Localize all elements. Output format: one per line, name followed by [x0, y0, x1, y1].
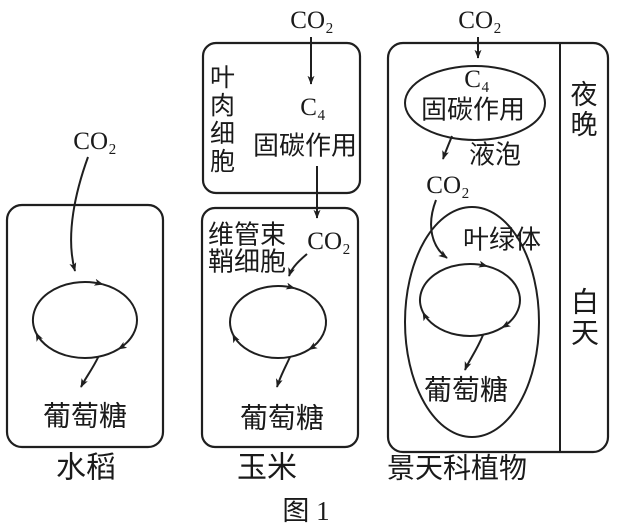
corn-panel-title: 玉米: [237, 451, 297, 485]
cam-vacuole-outline: [404, 65, 546, 141]
corn-c4-label: C₄: [300, 93, 326, 121]
rice-cell-outline: [5, 203, 165, 449]
cam-night-label: 夜晚: [566, 80, 597, 140]
cam-carbon-fixation-label: 固碳作用: [420, 95, 526, 125]
rice-panel-title: 水稻: [56, 451, 116, 485]
corn-mesophyll-cell-outline: [201, 41, 362, 195]
rice-co2-entry-arrow: [69, 156, 89, 272]
cam-panel-title: 景天科植物: [386, 453, 528, 485]
corn-bundle-sheath-cell-outline: [200, 206, 360, 449]
cam-glucose-label: 葡萄糖: [423, 375, 509, 407]
cam-co2-to-cycle-arrow: [430, 199, 448, 259]
corn-calvin-cycle: [229, 282, 327, 360]
cam-vacuole-label: 液泡: [468, 140, 522, 170]
cam-chloroplast-label: 叶绿体: [462, 225, 542, 255]
corn-co2-external-label: CO₂: [290, 6, 334, 34]
cam-cell-outline: [386, 41, 610, 454]
cam-glucose-output-arrow: [464, 334, 484, 371]
rice-co2-label: CO₂: [73, 127, 117, 155]
corn-bundle-sheath-label-line1: 维管束: [207, 220, 287, 250]
corn-carbon-fixation-label: 固碳作用: [252, 131, 358, 161]
cam-co2-external-label: CO₂: [458, 6, 502, 34]
rice-glucose-output-arrow: [80, 356, 100, 388]
corn-co2-internal-label: CO₂: [307, 227, 351, 255]
corn-glucose-output-arrow: [276, 356, 291, 388]
cam-vacuole-release-arrow: [442, 135, 453, 160]
cam-day-label: 白天: [567, 287, 598, 349]
corn-glucose-label: 葡萄糖: [239, 403, 325, 435]
rice-calvin-cycle: [31, 278, 138, 359]
cam-calvin-cycle: [419, 260, 521, 337]
corn-bundle-sheath-label-line2: 鞘细胞: [207, 247, 287, 277]
cam-c4-label: C₄: [464, 65, 490, 93]
rice-glucose-label: 葡萄糖: [42, 401, 128, 433]
cam-co2-internal-label: CO₂: [426, 171, 470, 199]
figure-caption: 图 1: [282, 495, 330, 526]
cam-chloroplast-outline: [404, 206, 540, 438]
corn-mesophyll-cell-label: 叶肉细胞: [206, 64, 234, 176]
corn-co2-to-cycle-arrow: [288, 253, 308, 277]
